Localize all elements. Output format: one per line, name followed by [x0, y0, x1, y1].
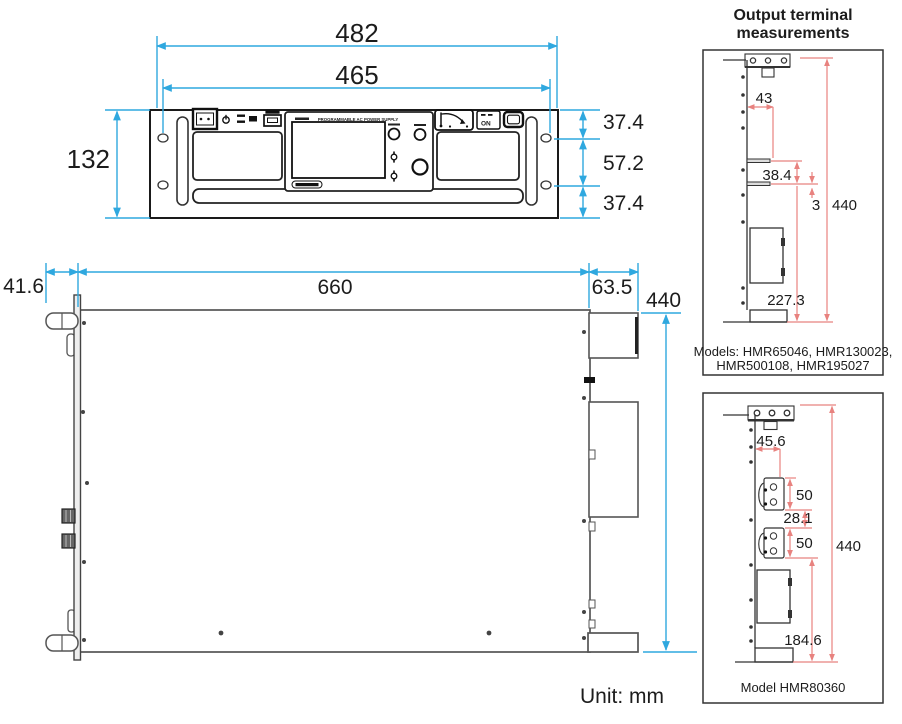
dim-57-2-label: 57.2	[603, 152, 644, 175]
front-view: PROGRAMMABLE AC POWER SUPPLY	[149, 107, 559, 219]
knob2-label	[414, 124, 426, 126]
side-body-outline	[79, 309, 591, 653]
unit-label: Unit: mm	[580, 685, 664, 708]
side-view-dimensions	[45, 263, 697, 653]
knob-small-2	[413, 128, 427, 141]
usb-logo-icon	[249, 116, 257, 122]
screen-title-text: PROGRAMMABLE AC POWER SUPPLY	[318, 117, 399, 122]
dim-184-6-label: 184.6	[784, 632, 822, 649]
dim-43-label: 43	[756, 90, 773, 107]
dim-50-bottom-label: 50	[796, 535, 813, 552]
knob-large	[411, 158, 429, 176]
rear-tab-3	[588, 599, 596, 609]
terminal-panel-2-drawing	[723, 405, 795, 663]
side-screws	[81, 321, 586, 642]
mounting-holes	[157, 133, 552, 190]
rear-tab-2	[588, 521, 596, 532]
output-button	[502, 110, 525, 129]
usb-port	[263, 109, 282, 127]
dim-28-1-label: 28.1	[783, 510, 812, 527]
dim-440-panel2-label: 440	[836, 538, 861, 555]
panel1-caption-line1: Models: HMR65046, HMR130023,	[694, 344, 893, 359]
power-switch	[191, 107, 219, 131]
rear-box-middle	[588, 401, 639, 518]
dim-50-top-label: 50	[796, 487, 813, 504]
terminal-panel-1-drawing	[723, 53, 791, 323]
side-knob-1	[61, 508, 76, 524]
dim-440-panel1-label: 440	[832, 197, 857, 214]
terminal2-mid-box	[756, 569, 791, 624]
dim-660-label: 660	[317, 276, 352, 299]
on-label: ON	[481, 121, 491, 128]
front-plate	[73, 294, 82, 661]
panel2-caption: Model HMR80360	[741, 680, 846, 695]
dim-227-3-label: 227.3	[767, 292, 805, 309]
dim-482-label: 482	[335, 18, 378, 48]
side-handle-top	[45, 312, 79, 330]
terminal-panel-1-border	[702, 49, 884, 376]
dim-41-6-label: 41.6	[3, 275, 44, 298]
output-on-indicator: ON	[476, 110, 501, 130]
terminal-panel-2: 45.6 50 28.1 50 440 184.6 Model HMR80360	[702, 392, 884, 704]
selector-diagram	[434, 109, 474, 131]
dim-37-4-top-label: 37.4	[603, 111, 644, 134]
binding-post-2	[390, 170, 398, 182]
dim-132-label: 132	[67, 144, 110, 174]
right-vent-panel	[436, 131, 520, 181]
dim-465-label: 465	[335, 60, 378, 90]
bus-bar-1	[746, 158, 771, 163]
output-terminal-title-line1: Output terminal	[733, 7, 852, 24]
rear-foot	[587, 632, 639, 653]
dim-440-side-label: 440	[646, 289, 681, 312]
terminal-panel-2-dim-lines	[755, 404, 838, 663]
rear-tab-4	[588, 619, 596, 629]
dim-37-4-bottom-label: 37.4	[603, 192, 644, 215]
side-handle-bottom	[45, 634, 79, 652]
module-model-text	[295, 117, 309, 120]
side-view	[45, 294, 639, 661]
terminal-plate-2	[758, 527, 785, 559]
bus-bar-2	[746, 181, 771, 186]
dim-38-4-label: 38.4	[762, 167, 791, 184]
display-module: PROGRAMMABLE AC POWER SUPPLY	[284, 111, 434, 192]
screen-label-pill	[291, 180, 323, 189]
front-view-dimensions	[105, 36, 600, 219]
left-vent-panel	[192, 131, 283, 181]
rear-tab-1	[588, 449, 596, 460]
dim-3-label: 3	[812, 197, 820, 214]
terminal-plate-1	[758, 477, 785, 511]
binding-post-1	[390, 151, 398, 163]
dim-45-6-label: 45.6	[756, 433, 785, 450]
terminal-mid-box	[749, 227, 784, 284]
terminal-panel-1-dim-lines	[747, 57, 833, 323]
panel1-caption-line2: HMR500108, HMR195027	[716, 358, 869, 373]
dim-63-5-label: 63.5	[592, 276, 633, 299]
side-knob-2	[61, 533, 76, 549]
lines-icon	[237, 114, 245, 123]
panel2-screws	[749, 428, 753, 643]
knob-small-1	[387, 127, 401, 141]
panel1-screws	[741, 75, 745, 305]
display-screen	[291, 121, 386, 179]
terminal-panel-1: 43 38.4 3 440 227.3 Models: HMR65046, HM…	[694, 49, 893, 376]
power-icon	[222, 114, 230, 124]
output-terminal-title-line2: measurements	[737, 25, 850, 42]
front-handle-left	[176, 116, 189, 206]
front-handle-right	[525, 116, 538, 206]
rear-clip	[584, 377, 595, 383]
knob1-label	[388, 123, 400, 126]
rear-box-top	[588, 312, 639, 359]
